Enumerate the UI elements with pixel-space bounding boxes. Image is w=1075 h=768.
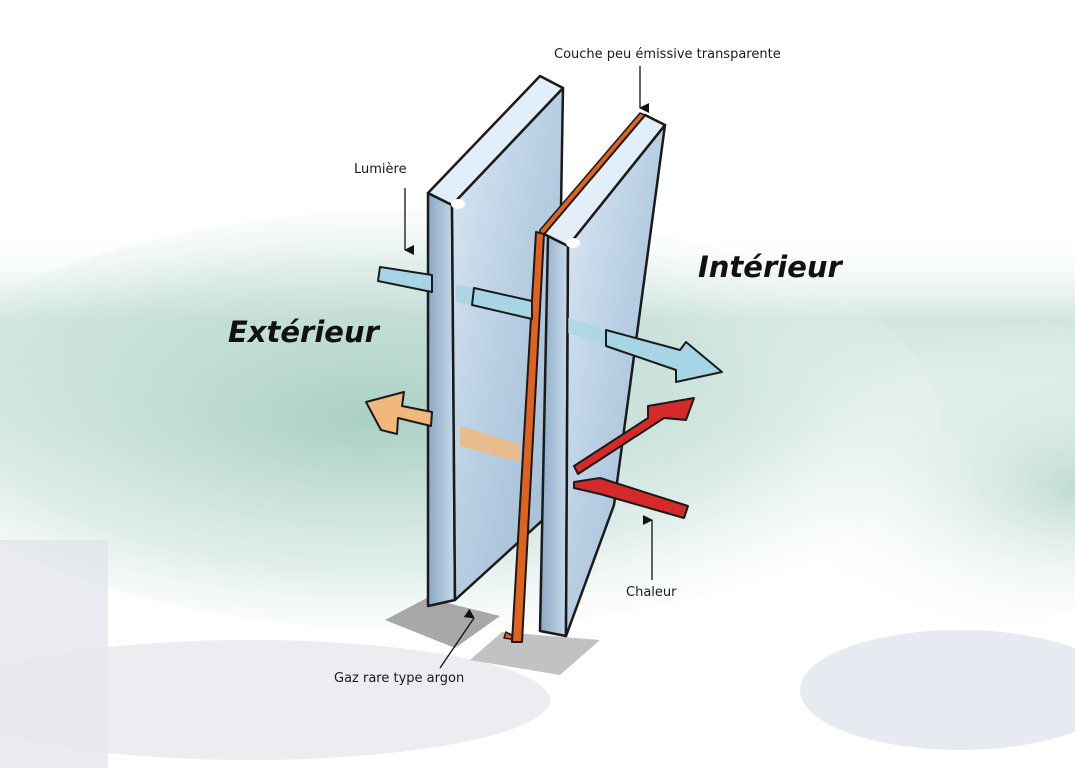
low-e-coating-edge bbox=[511, 231, 545, 643]
light-label: Lumière bbox=[354, 162, 407, 177]
gas-label: Gaz rare type argon bbox=[334, 671, 465, 686]
gas-pointer bbox=[439, 608, 475, 669]
coating-label: Couche peu émissive transparente bbox=[554, 47, 781, 62]
interior-label: Intérieur bbox=[698, 250, 842, 284]
heat-reflect-arrows bbox=[573, 397, 695, 519]
heat-label: Chaleur bbox=[626, 585, 677, 600]
reemitted-heat-arrow bbox=[365, 391, 520, 462]
outer-glass-pane bbox=[426, 74, 565, 608]
exterior-label: Extérieur bbox=[228, 315, 379, 349]
inner-glass-pane bbox=[538, 113, 667, 638]
light-arrow bbox=[377, 266, 723, 383]
pane-shadow-right bbox=[470, 632, 600, 675]
